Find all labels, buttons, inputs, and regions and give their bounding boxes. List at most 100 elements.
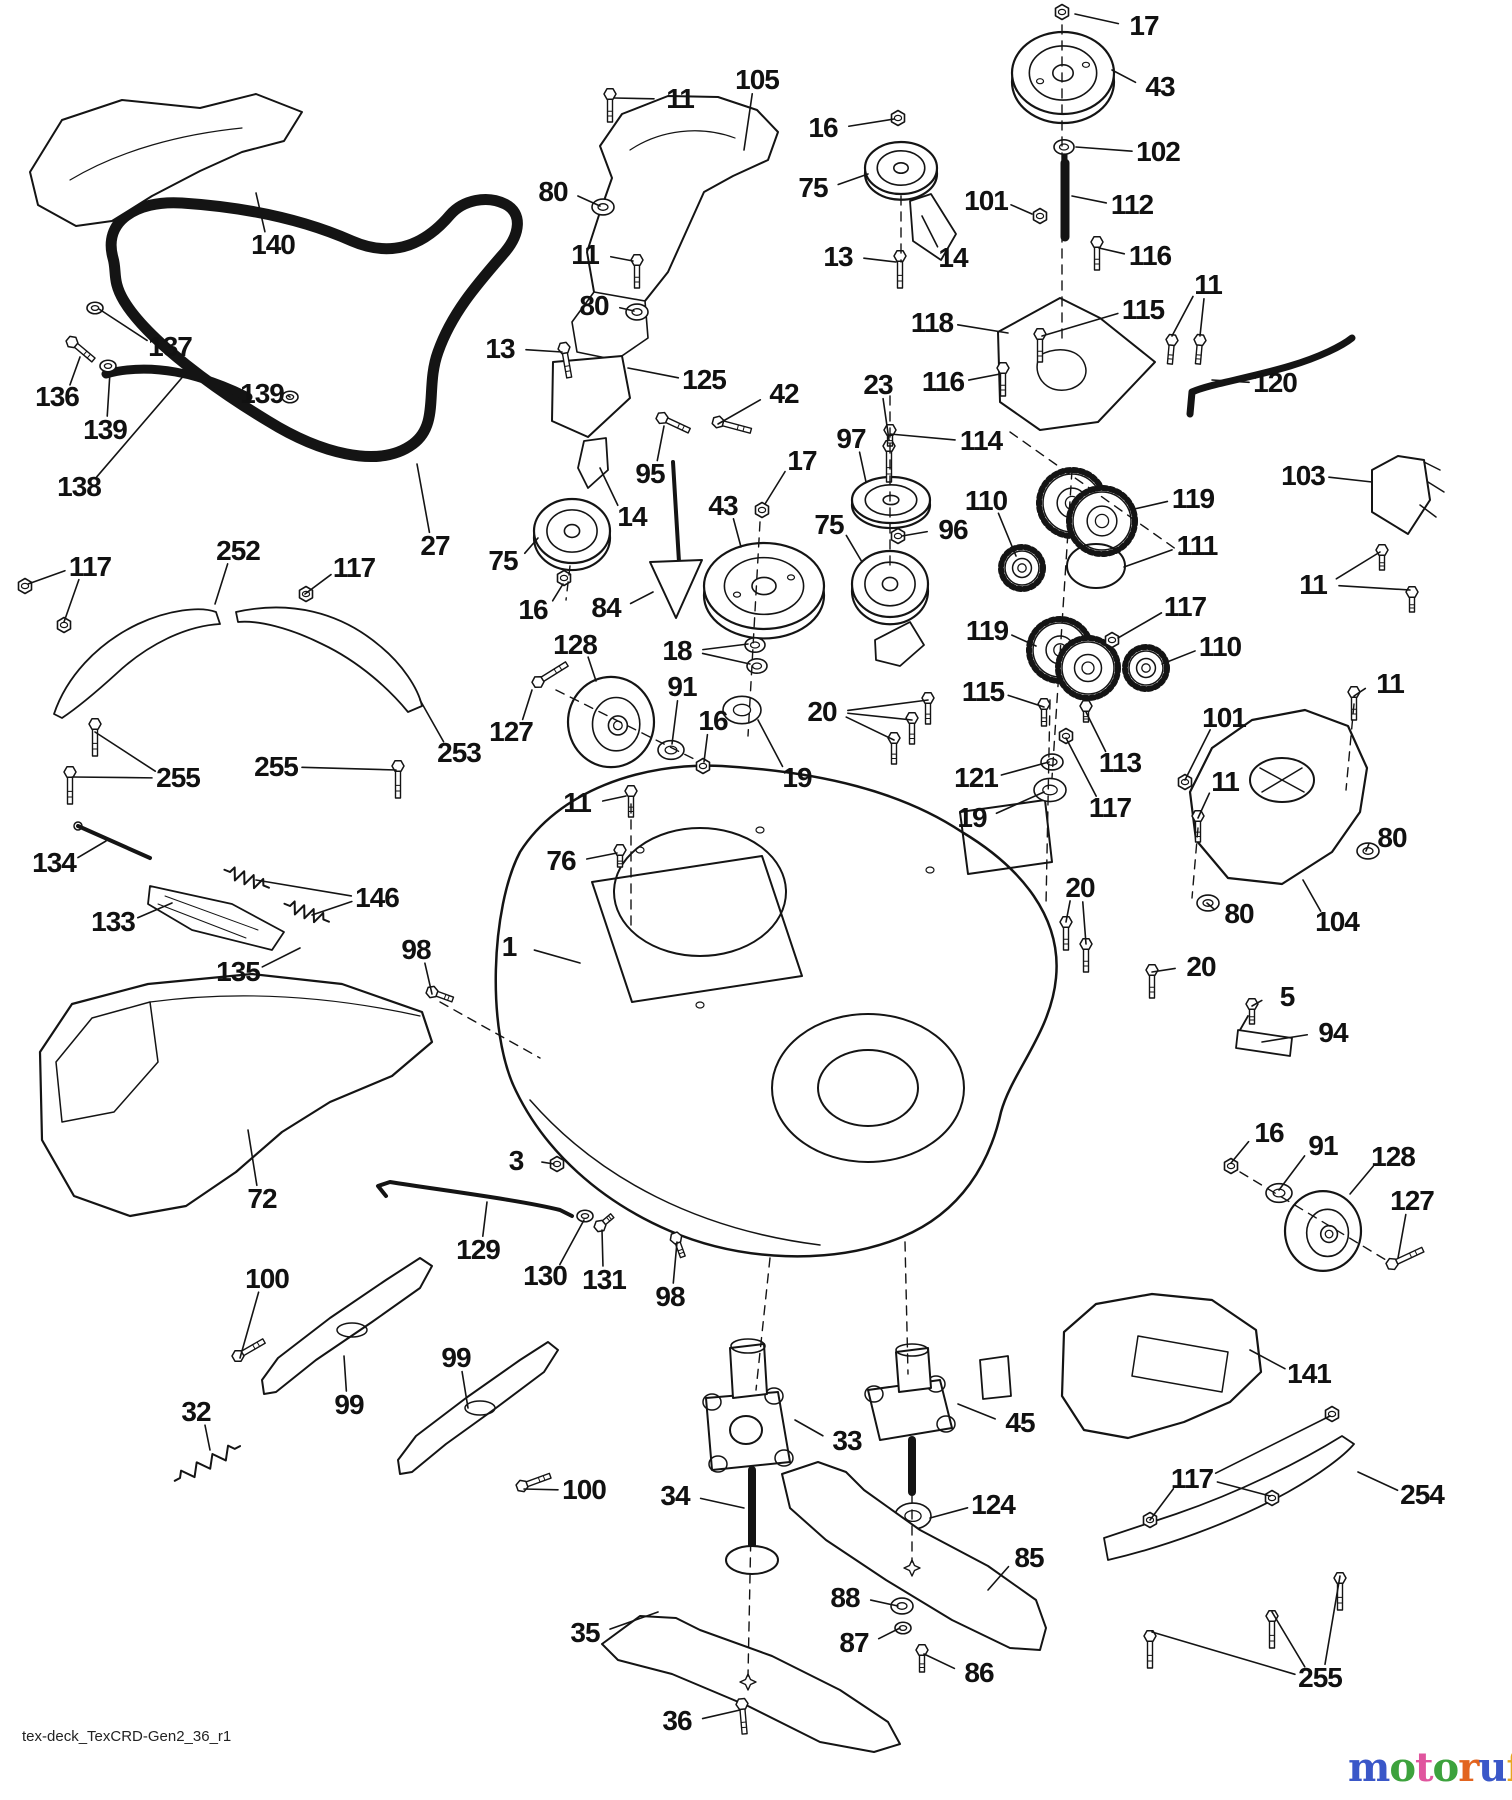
part-dline	[747, 1477, 753, 1677]
part-deck-1	[494, 764, 1058, 1258]
part-bolt	[735, 1697, 749, 1735]
part-line	[1427, 481, 1445, 493]
part-flap-133	[147, 885, 285, 951]
part-bolt	[655, 411, 691, 434]
part-bolt	[1037, 698, 1051, 727]
part-line	[1423, 461, 1441, 471]
part-dline	[439, 1001, 541, 1059]
part-ell	[864, 1385, 884, 1403]
part-bolt	[1265, 1610, 1279, 1649]
part-cover-104	[1188, 708, 1369, 886]
part-bolt	[882, 440, 896, 483]
part-skid-252	[53, 608, 221, 719]
part-bolt	[1143, 1630, 1157, 1669]
part-belt-cover-140	[29, 93, 303, 227]
part-bolt	[603, 88, 617, 123]
part-spring-32	[173, 1444, 242, 1482]
part-ell	[708, 1455, 728, 1473]
logo-letter: f	[1506, 1744, 1512, 1791]
part-washer	[99, 359, 117, 373]
part-washer	[1033, 777, 1067, 803]
part-ell	[635, 846, 645, 854]
part-bolt	[915, 1644, 929, 1673]
part-skid-253	[235, 606, 423, 713]
part-nut	[695, 757, 711, 775]
part-bolt	[391, 760, 405, 799]
part-dline	[904, 1241, 909, 1375]
part-spring-146-b	[283, 900, 330, 924]
part-pulley-75-top	[863, 140, 939, 201]
part-blade-85	[781, 1461, 1047, 1651]
part-line	[1261, 767, 1303, 793]
part-bolt	[1145, 964, 1159, 999]
part-bolt	[63, 766, 77, 805]
part-arm-99-b	[397, 1341, 559, 1475]
part-rod-120	[1186, 334, 1356, 418]
part-bolt	[531, 661, 569, 689]
part-bolt	[1090, 236, 1104, 271]
part-dline	[1045, 699, 1051, 906]
part-dline	[747, 521, 761, 737]
part-arm-99-a	[261, 1257, 433, 1395]
part-star	[903, 1559, 921, 1577]
part-nut	[1223, 1157, 1239, 1175]
part-ell	[695, 1001, 705, 1009]
part-bolt	[231, 1338, 266, 1362]
logo-letter: t	[1415, 1744, 1434, 1791]
part-bolt	[624, 785, 638, 818]
part-path	[629, 130, 736, 151]
logo-letter: o	[1432, 1744, 1460, 1791]
part-washer	[591, 198, 615, 216]
part-pulley-75-left	[532, 497, 612, 572]
part-nut	[1177, 773, 1193, 791]
part-pulley-43-top	[1010, 30, 1116, 125]
part-bolt	[893, 250, 907, 289]
part-ell	[771, 1013, 965, 1163]
part-ell	[730, 1338, 766, 1354]
leader-lines	[27, 13, 1411, 1720]
part-washer	[86, 301, 104, 315]
part-ell	[702, 1393, 722, 1411]
part-star	[739, 1673, 757, 1691]
part-bolt	[557, 341, 573, 379]
part-ell	[895, 1343, 929, 1357]
part-plate-118	[997, 297, 1156, 431]
part-bolt	[1375, 544, 1389, 571]
part-bracket-125	[551, 355, 631, 438]
part-spring-146-a	[223, 866, 270, 890]
logo-word: motoruf	[1348, 1744, 1512, 1791]
part-poly	[895, 1347, 932, 1393]
part-bracket-94	[1235, 1029, 1293, 1057]
part-ell	[774, 1449, 794, 1467]
part-dline	[1051, 469, 1073, 779]
part-path	[149, 995, 421, 1017]
part-dline	[1345, 703, 1355, 791]
part-bolt	[65, 335, 96, 363]
part-mulch-cover-141	[1060, 1292, 1263, 1440]
part-ell	[336, 1322, 368, 1338]
part-nut	[549, 1155, 565, 1173]
part-ell	[936, 1415, 956, 1433]
part-bolt	[1059, 916, 1073, 951]
part-bolt	[996, 362, 1010, 397]
part-line	[1239, 1015, 1249, 1031]
part-ell	[613, 827, 787, 957]
part-bolt	[1033, 328, 1047, 363]
part-ell	[817, 1049, 919, 1127]
part-dline	[1191, 827, 1199, 899]
part-washer	[576, 1209, 594, 1223]
part-washer	[1356, 842, 1380, 860]
part-skid-254	[1103, 1435, 1355, 1561]
part-path	[69, 127, 243, 181]
part-nut	[890, 109, 906, 127]
part-gear	[1055, 635, 1121, 701]
part-poly	[571, 291, 649, 361]
part-washer	[722, 695, 762, 725]
drawing-code: tex-deck_TexCRD-Gen2_36_r1	[22, 1728, 232, 1745]
part-nut	[1058, 727, 1074, 745]
logo-letter: o	[1389, 1744, 1416, 1791]
part-ell	[729, 1415, 763, 1445]
part-idler-cover-105	[586, 95, 779, 313]
part-bolt	[593, 1213, 615, 1233]
